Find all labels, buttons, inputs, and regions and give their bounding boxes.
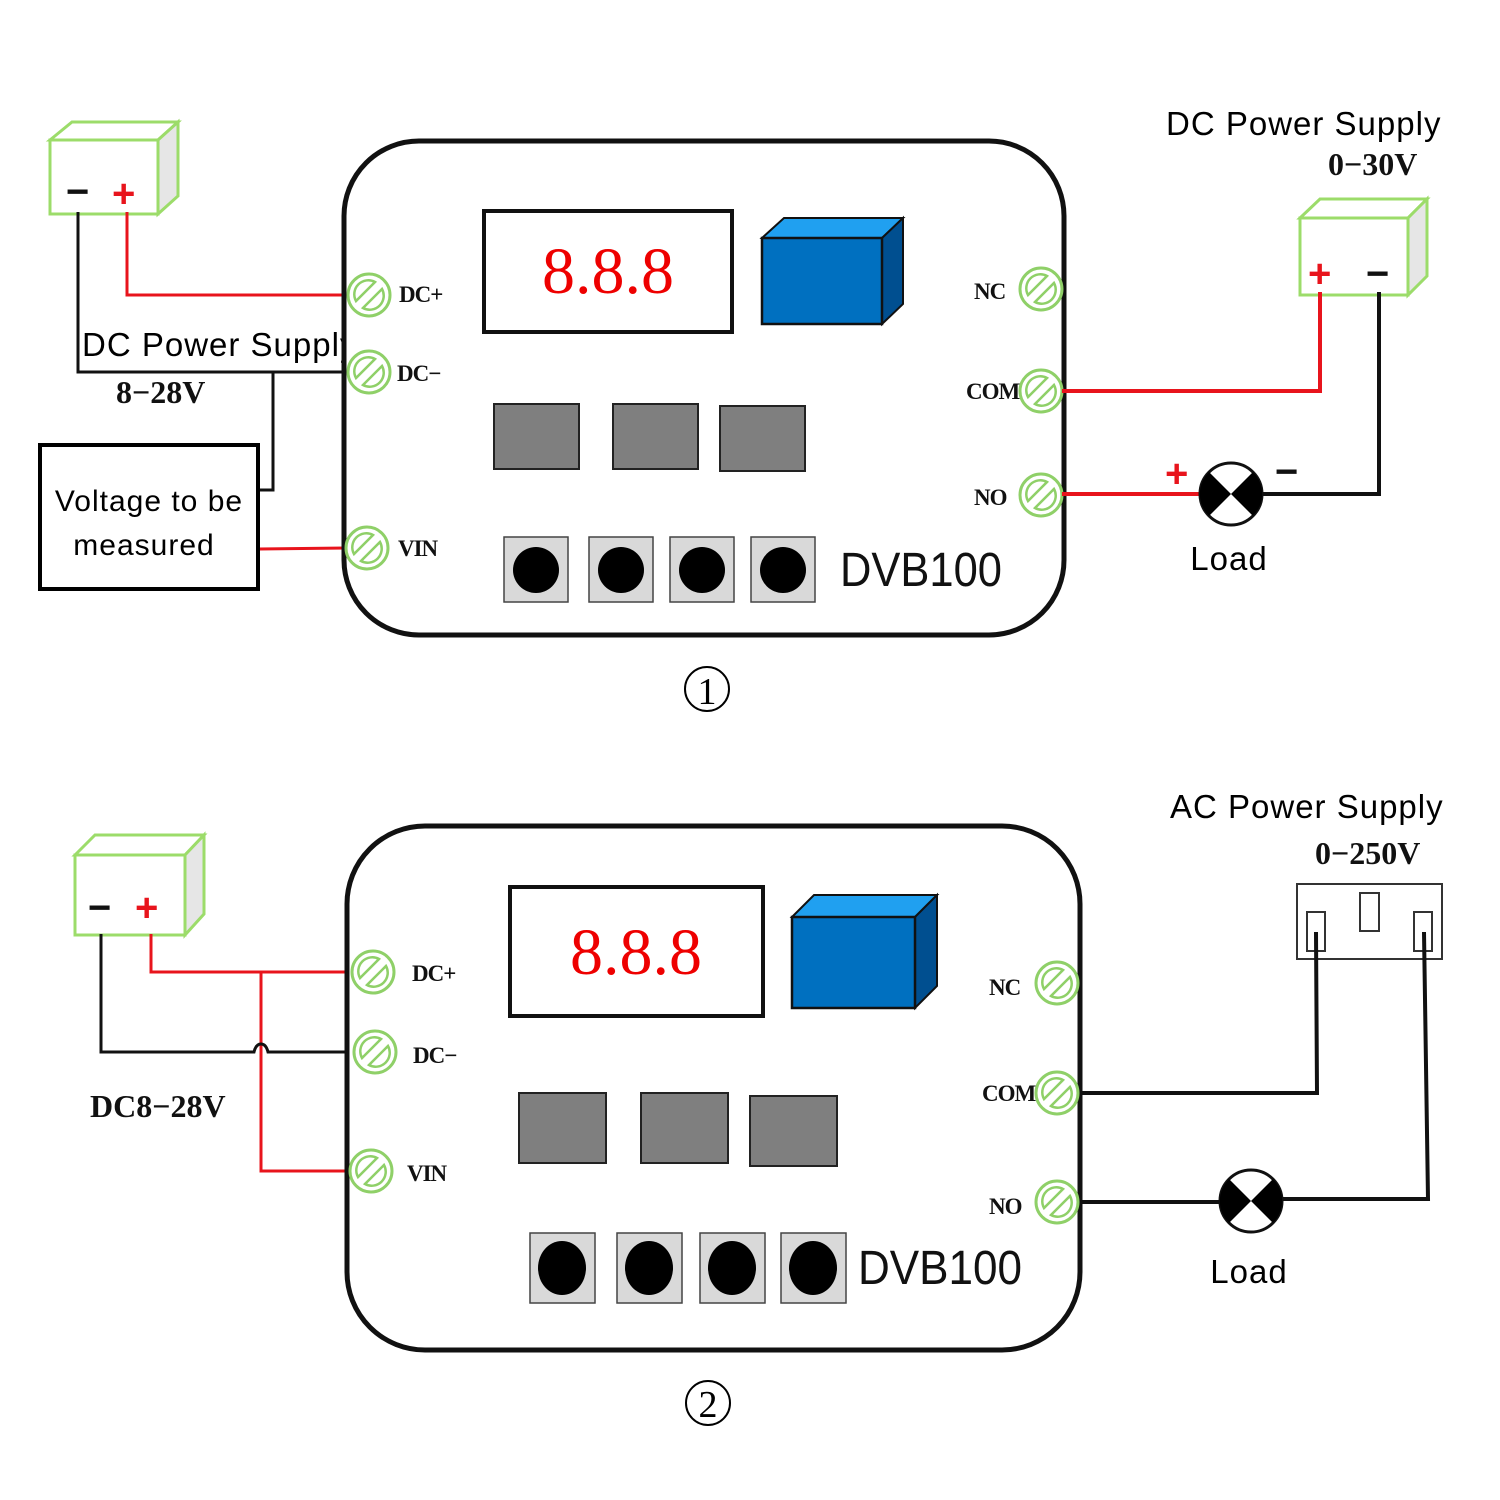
load-label-2: Load (1210, 1253, 1287, 1290)
wire-com-to-supply-plus (1062, 292, 1322, 393)
push-button-2[interactable] (588, 536, 654, 603)
terminal-label-com: COM (966, 379, 1021, 404)
terminal-nc-icon (1018, 266, 1064, 312)
ac-outlet-icon (1296, 883, 1443, 960)
load-lamp-icon (1198, 461, 1264, 527)
left-supply-title: DC Power Supply (82, 326, 357, 363)
measure-box-line1: Voltage to be (55, 485, 243, 518)
push-button-1[interactable] (503, 536, 569, 603)
dvb100-module-2: 8.8.8 DVB100 DC+ D (344, 823, 1083, 1353)
led-display-2: 8.8.8 (508, 885, 765, 1018)
right-supply-plus: + (1308, 252, 1331, 296)
relay-icon-2 (789, 892, 940, 1011)
push-button-2-3[interactable] (699, 1232, 766, 1304)
push-button-4[interactable] (750, 536, 816, 603)
diagram-number-2: 2 (685, 1380, 731, 1426)
terminal-2-label-dc-minus: DC− (413, 1043, 456, 1068)
wire-2-dc-plus (149, 934, 352, 974)
terminal-label-nc: NC (974, 279, 1005, 304)
model-label: DVB100 (840, 544, 1002, 597)
left-supply-plus: + (112, 172, 135, 216)
wire-measure-ground (259, 372, 275, 492)
svg-text:2: 2 (699, 1384, 718, 1426)
diagram-number-1: 1 (684, 666, 730, 713)
wire-2-vin (259, 972, 350, 1173)
left-supply-2-plus: + (135, 886, 158, 930)
load-label: Load (1190, 540, 1267, 577)
terminal-2-label-com: COM (982, 1081, 1037, 1106)
terminal-label-dc-plus: DC+ (399, 282, 442, 307)
terminal-2-dc-plus-icon (350, 949, 396, 995)
terminal-2-label-nc: NC (989, 975, 1020, 1000)
wire-dc-plus (125, 212, 348, 297)
right-dc-supply-icon: + − (1296, 195, 1431, 299)
diagram-1: − + DC Power Supply 8−28V Voltage to be … (38, 105, 1441, 713)
terminal-2-label-dc-plus: DC+ (412, 961, 455, 986)
right-supply-minus: − (1366, 252, 1389, 296)
led-display-2-value: 8.8.8 (570, 916, 702, 989)
left-supply-2-minus: − (88, 886, 111, 930)
ac-supply-voltage: 0−250V (1315, 835, 1420, 871)
load-minus: − (1275, 450, 1298, 494)
measure-box-line2: measured (73, 529, 214, 562)
load-plus: + (1165, 452, 1188, 496)
button-row (503, 536, 816, 603)
measure-box: Voltage to be measured (38, 443, 260, 591)
terminal-label-vin: VIN (398, 536, 439, 561)
dvb100-module: 8.8.8 DVB100 DC+ (341, 138, 1067, 638)
wire-2-com-to-outlet (1080, 931, 1320, 1095)
wire-vin (258, 546, 347, 551)
led-display-value: 8.8.8 (542, 235, 674, 308)
terminal-2-nc-icon (1034, 960, 1080, 1006)
push-button-2-1[interactable] (529, 1232, 596, 1304)
push-button-2-2[interactable] (616, 1232, 683, 1304)
terminal-2-label-no: NO (989, 1194, 1022, 1219)
right-supply-voltage: 0−30V (1328, 146, 1417, 182)
wire-supply-minus-to-load (1262, 292, 1381, 496)
terminal-2-vin-icon (348, 1148, 394, 1194)
terminal-label-no: NO (974, 485, 1007, 510)
wire-2-dc-minus (99, 934, 352, 1054)
right-supply-title: DC Power Supply (1166, 105, 1441, 142)
terminal-dc-minus-icon (346, 349, 392, 395)
terminal-2-label-vin: VIN (407, 1161, 448, 1186)
ac-supply-title: AC Power Supply (1170, 788, 1444, 825)
left-supply-2-voltage: DC8−28V (90, 1088, 226, 1124)
terminal-2-com-icon (1034, 1070, 1080, 1116)
terminal-label-dc-minus: DC− (397, 361, 440, 386)
svg-text:1: 1 (698, 671, 717, 713)
wire-2-outlet-to-load (1281, 931, 1431, 1201)
terminal-com-icon (1018, 368, 1064, 414)
terminal-no-icon (1018, 472, 1064, 518)
terminal-2-no-icon (1034, 1179, 1080, 1225)
wire-dc-minus (76, 212, 348, 374)
diagram-2: − + DC8−28V 8.8.8 (71, 788, 1444, 1426)
model-label-2: DVB100 (858, 1242, 1022, 1295)
left-supply-voltage: 8−28V (116, 374, 205, 410)
left-supply-minus: − (66, 170, 89, 214)
button-row-2 (529, 1232, 847, 1304)
push-button-2-4[interactable] (780, 1232, 847, 1304)
left-dc-supply-icon: − + (45, 118, 182, 218)
left-dc-supply-icon-2: − + (71, 831, 208, 939)
load-lamp-icon-2 (1218, 1168, 1284, 1234)
led-display: 8.8.8 (482, 209, 734, 334)
terminal-dc-plus-icon (346, 272, 392, 318)
gray-components-2 (518, 1092, 838, 1167)
push-button-3[interactable] (669, 536, 735, 603)
gray-components (493, 403, 806, 472)
terminal-vin-icon (344, 525, 390, 571)
relay-icon (759, 215, 906, 327)
terminal-2-dc-minus-icon (352, 1029, 398, 1075)
